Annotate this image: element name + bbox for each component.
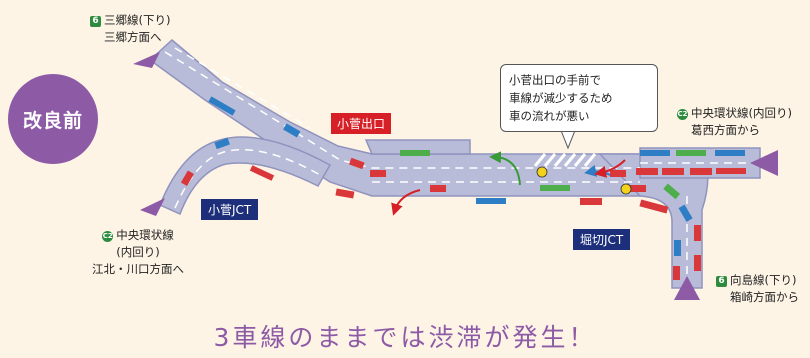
car	[694, 225, 701, 241]
route-c2-icon: C2	[102, 231, 114, 242]
car	[663, 183, 681, 200]
car	[370, 170, 386, 177]
car	[430, 185, 446, 192]
kosuge-exit-stub	[364, 139, 471, 155]
headline: 3車線のままでは渋滞が発生！	[213, 323, 597, 352]
road-surface	[148, 39, 761, 289]
movement-arrows	[391, 151, 626, 216]
car	[694, 255, 701, 271]
arrow-to-central-out	[140, 198, 165, 216]
car	[349, 157, 365, 170]
car	[214, 137, 230, 150]
car	[610, 170, 626, 177]
kosuge-ramp	[159, 136, 332, 216]
car	[400, 150, 430, 156]
car	[662, 168, 684, 175]
car	[180, 170, 194, 187]
stress-faces	[536, 166, 632, 195]
car	[636, 168, 658, 175]
route-name: 三郷線(下り)	[104, 13, 171, 27]
kosuge-jct-tag: 小菅JCT	[201, 199, 259, 220]
status-badge: 改良前	[8, 74, 98, 164]
stress-face-icon	[620, 183, 632, 195]
arrow-to-misato	[133, 52, 160, 68]
route-name: 中央環状線(内回り)	[691, 106, 792, 120]
route-c2-icon: C2	[677, 109, 688, 120]
direction-text: 葛西方面から	[691, 123, 760, 137]
flow-arrows	[133, 52, 778, 300]
direction-text: 三郷方面へ	[104, 30, 162, 44]
car	[580, 198, 602, 205]
route-direction-note: (内回り)	[116, 245, 160, 259]
car	[674, 240, 681, 256]
direction-text: 箱崎方面から	[730, 290, 799, 304]
car	[678, 204, 693, 222]
route-name: 中央環状線	[116, 228, 174, 242]
car	[335, 188, 355, 199]
green-arrow	[489, 151, 521, 186]
horikiri-jct-tag: 堀切JCT	[573, 229, 631, 250]
car	[249, 165, 275, 181]
car	[208, 96, 236, 116]
car	[630, 185, 646, 192]
car	[690, 168, 712, 175]
car	[283, 123, 301, 138]
arrow-from-central	[750, 150, 778, 176]
arrow-from-mukojima	[674, 276, 700, 300]
route-name: 向島線(下り)	[730, 273, 797, 287]
vehicles	[180, 96, 746, 280]
callout-box: 小菅出口の手前で 車線が減少するため 車の流れが悪い	[500, 64, 658, 132]
car	[639, 199, 669, 214]
status-label: 改良前	[22, 109, 83, 132]
car	[540, 185, 570, 191]
lane-drop-hatch	[533, 153, 597, 167]
callout-text: 小菅出口の手前で 車線が減少するため 車の流れが悪い	[509, 73, 613, 123]
car	[715, 150, 745, 156]
car	[673, 266, 680, 280]
red-arrow-left	[391, 189, 421, 216]
red-arrow-right	[594, 159, 626, 178]
car	[716, 168, 746, 174]
car	[476, 198, 506, 204]
route-6-icon: 6	[90, 16, 101, 27]
direction-text: 江北・川口方面へ	[92, 262, 184, 276]
route-6-icon: 6	[716, 276, 727, 287]
car	[640, 150, 670, 156]
stress-face-icon	[536, 166, 548, 178]
kosuge-exit-tag: 小菅出口	[331, 113, 392, 134]
car	[676, 150, 706, 156]
